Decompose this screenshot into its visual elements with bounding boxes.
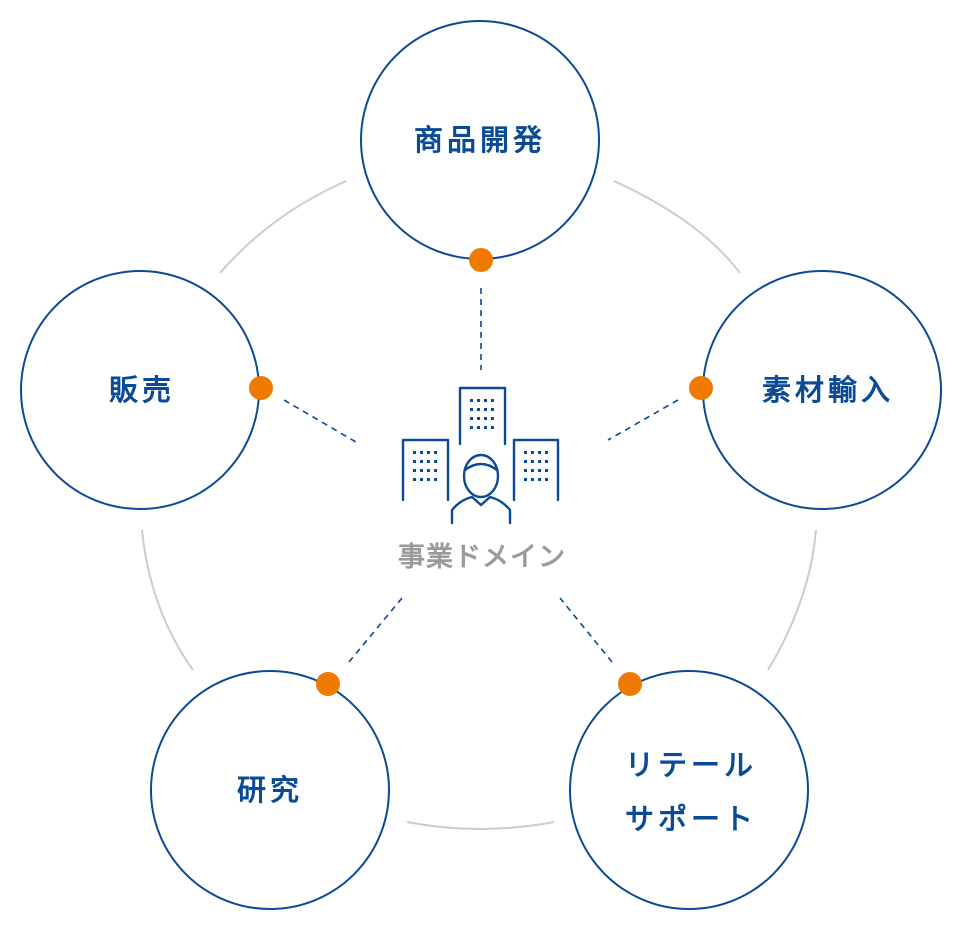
dot-research [316, 672, 340, 696]
outer-ring [141, 180, 817, 830]
dot-material-import [689, 376, 713, 400]
node-label-retail-support-line1: リテール [625, 748, 757, 782]
connector-research [348, 597, 403, 663]
center-building-windows [470, 399, 494, 429]
ring-arc-left-bottom [141, 529, 194, 671]
node-label-product-development: 商品開発 [414, 123, 546, 157]
building-windows [413, 399, 548, 481]
left-building-windows [413, 451, 437, 481]
node-label-material-import: 素材輸入 [762, 373, 894, 407]
connector-dots [249, 248, 713, 696]
ring-arc-right-bottom [767, 529, 817, 671]
node-circle-research [150, 670, 390, 910]
connectors [283, 288, 679, 663]
node-label-sales: 販売 [109, 373, 175, 407]
node-label-research: 研究 [237, 773, 303, 807]
ring-arc-top-right [613, 180, 741, 274]
node-label-retail-support-line2: サポート [625, 802, 757, 836]
dot-retail-support [618, 672, 642, 696]
dot-sales [249, 376, 273, 400]
node-circles [20, 20, 942, 910]
node-circle-retail-support [569, 670, 809, 910]
business-person-buildings-icon [401, 386, 560, 525]
connector-material-import [607, 399, 679, 441]
ring-arc-top-left [219, 180, 347, 274]
center-label: 事業ドメイン [398, 542, 566, 573]
connector-sales [283, 399, 357, 443]
connector-retail-support [559, 597, 613, 663]
dot-product-development [469, 248, 493, 272]
right-building-windows [524, 451, 548, 481]
ring-arc-bottom [406, 821, 555, 830]
